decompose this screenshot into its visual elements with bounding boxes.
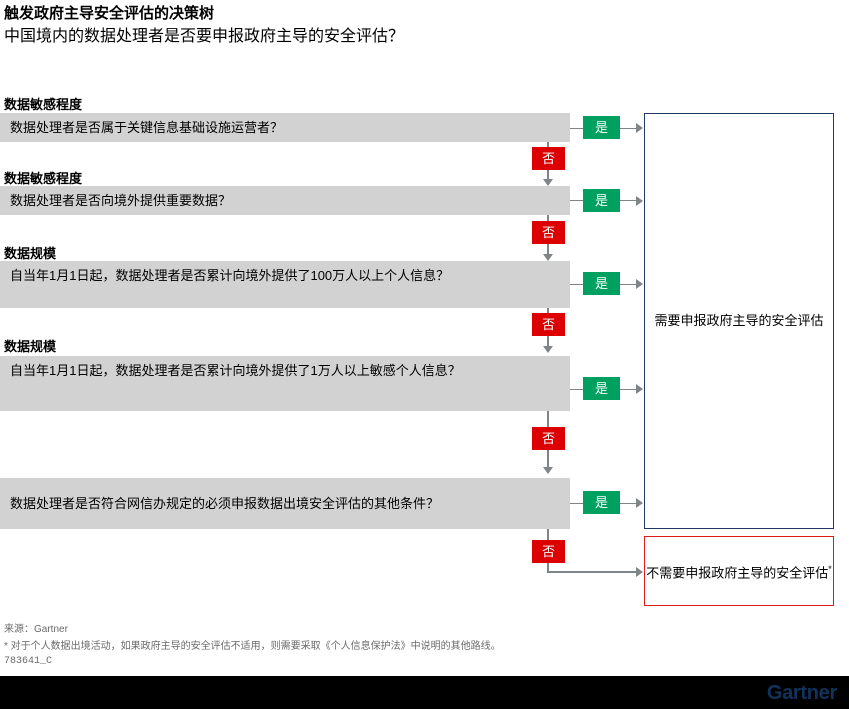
yes-badge-5[interactable]: 是: [583, 491, 620, 514]
no-badge-1[interactable]: 否: [532, 147, 565, 170]
no-badge-4[interactable]: 否: [532, 427, 565, 450]
question-box-3[interactable]: 自当年1月1日起，数据处理者是否累计向境外提供了100万人以上个人信息？: [0, 261, 570, 308]
outcome-not-required-text: 不需要申报政府主导的安全评估: [646, 565, 829, 581]
arrow-yes-4: [636, 384, 643, 394]
category-label-4: 数据规模: [4, 339, 57, 354]
footnote-text: * 对于个人数据出境活动，如果政府主导的安全评估不适用，则需要采取《个人信息保护…: [4, 641, 501, 652]
connector-yes-2-left: [570, 200, 583, 201]
category-label-2: 数据敏感程度: [4, 171, 83, 186]
arrow-no-4: [543, 467, 553, 474]
connector-yes-3-left: [570, 284, 583, 285]
arrow-yes-5: [636, 498, 643, 508]
arrow-yes-2: [636, 196, 643, 206]
arrow-no-3: [543, 346, 553, 353]
yes-badge-4[interactable]: 是: [583, 377, 620, 400]
footnote-marker: *: [828, 563, 832, 574]
document-id: 783641_C: [4, 656, 53, 667]
page-title: 触发政府主导安全评估的决策树: [4, 5, 215, 22]
connector-yes-5-left: [570, 503, 583, 504]
connector-yes-1-right: [620, 128, 637, 129]
no-badge-3[interactable]: 否: [532, 313, 565, 336]
question-box-1[interactable]: 数据处理者是否属于关键信息基础设施运营者？: [0, 113, 570, 142]
outcome-box-not-required[interactable]: 不需要申报政府主导的安全评估*: [644, 536, 834, 606]
yes-badge-3[interactable]: 是: [583, 272, 620, 295]
yes-badge-2[interactable]: 是: [583, 189, 620, 212]
outcome-not-required-label: 不需要申报政府主导的安全评估*: [646, 559, 832, 583]
source-label: 来源：Gartner: [4, 624, 68, 635]
no-badge-5[interactable]: 否: [532, 540, 565, 563]
no-badge-2[interactable]: 否: [532, 221, 565, 244]
arrow-no-5: [636, 567, 643, 577]
arrow-no-1: [543, 179, 553, 186]
page-subtitle: 中国境内的数据处理者是否要申报政府主导的安全评估？: [4, 28, 405, 45]
category-label-1: 数据敏感程度: [4, 97, 83, 112]
connector-yes-4-left: [570, 389, 583, 390]
yes-badge-1[interactable]: 是: [583, 116, 620, 139]
arrow-yes-1: [636, 123, 643, 133]
connector-no-5-horizontal: [547, 571, 637, 573]
bottom-bar: [0, 676, 849, 709]
category-label-3: 数据规模: [4, 246, 57, 261]
arrow-yes-3: [636, 279, 643, 289]
question-box-5[interactable]: 数据处理者是否符合网信办规定的必须申报数据出境安全评估的其他条件？: [0, 478, 570, 529]
connector-yes-4-right: [620, 389, 637, 390]
outcome-box-required[interactable]: 需要申报政府主导的安全评估: [644, 113, 834, 529]
connector-yes-3-right: [620, 284, 637, 285]
question-box-2[interactable]: 数据处理者是否向境外提供重要数据？: [0, 186, 570, 215]
arrow-no-2: [543, 254, 553, 261]
connector-yes-1-left: [570, 128, 583, 129]
outcome-required-label: 需要申报政府主导的安全评估: [654, 313, 824, 328]
question-box-4[interactable]: 自当年1月1日起，数据处理者是否累计向境外提供了1万人以上敏感个人信息？: [0, 356, 570, 411]
connector-yes-2-right: [620, 200, 637, 201]
connector-yes-5-right: [620, 503, 637, 504]
gartner-logo: Gartner: [766, 682, 837, 704]
